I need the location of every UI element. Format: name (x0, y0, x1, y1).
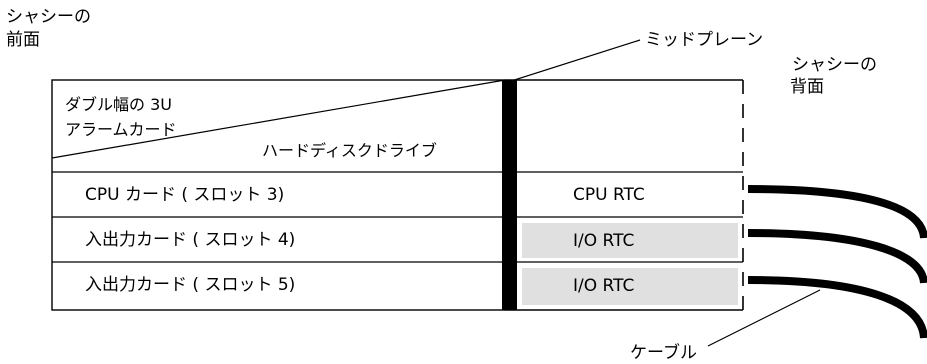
chassis-front-label-line1: シャシーの (6, 7, 91, 27)
cable-io-rtc-1 (747, 229, 927, 284)
io-card-4-label: 入出力カード ( スロット 4) (85, 230, 295, 250)
cable-cpu-rtc (747, 185, 927, 239)
cpu-card-label: CPU カード ( スロット 3) (85, 185, 284, 205)
alarm-card-label-line2: アラームカード (65, 120, 177, 139)
chassis-front-label-line2: 前面 (6, 30, 40, 50)
alarm-card-label-line1: ダブル幅の 3U (65, 95, 172, 114)
alarm-card-divider (51, 79, 506, 159)
io-rtc-1-label: I/O RTC (573, 231, 634, 251)
cable-label: ケーブル (630, 342, 697, 363)
io-rtc-1-box (522, 223, 738, 258)
io-rtc-2-label: I/O RTC (573, 276, 634, 296)
chassis-back-label-line1: シャシーの (792, 55, 877, 75)
midplane-leader-line (507, 39, 641, 83)
io-rtc-2-box (522, 268, 738, 305)
chassis-back-label-line2: 背面 (790, 77, 824, 97)
midplane-label: ミッドプレーン (645, 30, 763, 50)
io-card-5-label: 入出力カード ( スロット 5) (85, 275, 295, 295)
cable-io-rtc-2 (747, 276, 927, 339)
midplane-bar (502, 80, 517, 310)
cable-leader-line (707, 289, 821, 347)
hard-disk-drive-label: ハードディスクドライブ (262, 141, 437, 160)
cpu-rtc-label: CPU RTC (573, 185, 645, 205)
